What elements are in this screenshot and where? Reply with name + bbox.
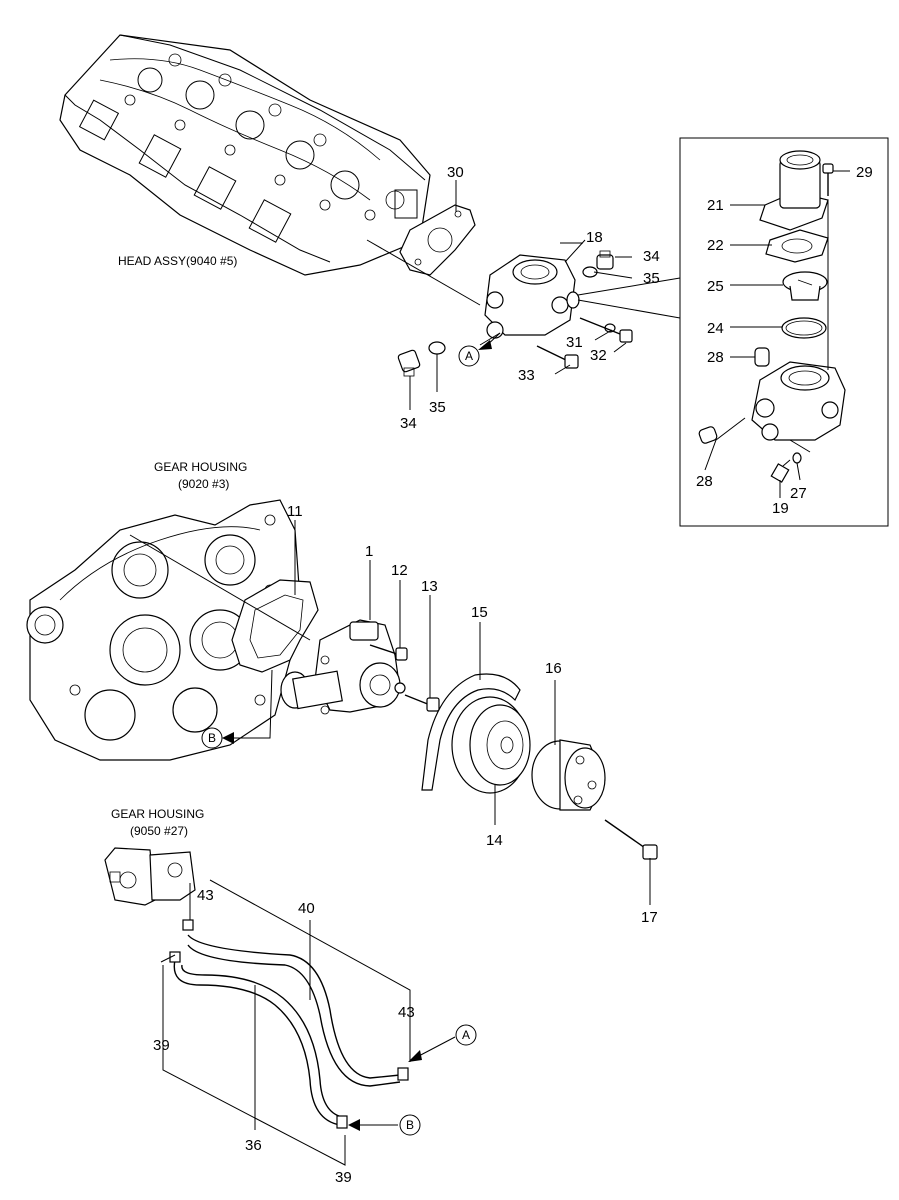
water-outlet-21 (759, 150, 829, 231)
part-28-upper: 28 (707, 349, 724, 366)
part-1: 1 (365, 543, 373, 560)
arrow-a-lower (408, 1036, 456, 1062)
part-35-lower: 35 (429, 399, 446, 416)
plug-28-lower (698, 426, 718, 444)
part-14: 14 (486, 832, 503, 849)
gear-housing-2-title: GEAR HOUSING (111, 807, 204, 821)
part-43-lower: 43 (398, 1004, 415, 1021)
detail-box (679, 137, 889, 527)
bolt-12 (369, 644, 408, 661)
o-ring-24 (781, 317, 827, 339)
v-belt-15 (421, 673, 521, 791)
part-28-lower: 28 (696, 473, 713, 490)
callout-b-left-circle (201, 727, 223, 749)
part-12: 12 (391, 562, 408, 579)
gear-housing-lower-drawing (104, 847, 196, 906)
part-24: 24 (707, 320, 724, 337)
arrow-a-upper (478, 332, 501, 350)
part-34-upper: 34 (643, 248, 660, 265)
part-25: 25 (707, 278, 724, 295)
water-pump-1 (280, 619, 406, 715)
arrow-b-lower (348, 1119, 398, 1131)
gear-housing-1-ref: (9020 #3) (178, 477, 229, 491)
gasket-30 (399, 204, 476, 276)
plug-34-upper (596, 250, 614, 270)
part-35-upper: 35 (643, 270, 660, 287)
gear-housing-1-title: GEAR HOUSING (154, 460, 247, 474)
thermostat-25 (782, 271, 828, 301)
callout-a-upper-circle (458, 345, 480, 367)
part-18: 18 (586, 229, 603, 246)
callout-a-lower: A (462, 1028, 470, 1042)
part-16: 16 (545, 660, 562, 677)
clamp-43-lower (397, 1067, 409, 1081)
part-39-lower: 39 (335, 1169, 352, 1186)
callout-b-lower-circle (399, 1114, 421, 1136)
part-15: 15 (471, 604, 488, 621)
part-27: 27 (790, 485, 807, 502)
part-21: 21 (707, 197, 724, 214)
callout-b-lower: B (406, 1118, 414, 1132)
callout-a-upper: A (465, 349, 473, 363)
gear-housing-drawing (26, 499, 301, 761)
plug-34-lower (397, 349, 421, 377)
thermostat-housing-18 (484, 254, 580, 339)
sensor-19 (770, 459, 791, 483)
part-33: 33 (518, 367, 535, 384)
fan-spacer-16 (531, 739, 606, 811)
part-32: 32 (590, 347, 607, 364)
bolt-29 (822, 163, 834, 196)
part-39-upper: 39 (153, 1037, 170, 1054)
callout-b-left: B (208, 731, 216, 745)
hose-36 (173, 959, 341, 1126)
part-34-lower: 34 (400, 415, 417, 432)
plug-28-upper (754, 347, 770, 367)
head-assy-label: HEAD ASSY(9040 #5) (118, 254, 237, 268)
cylinder-head-drawing (59, 34, 431, 276)
gasket-22 (765, 229, 829, 263)
washer-35-lower (428, 341, 446, 355)
bolt-33 (536, 345, 579, 369)
bolt-13 (404, 694, 440, 712)
part-17: 17 (641, 909, 658, 926)
bolt-32 (579, 317, 633, 343)
hose-40 (187, 934, 401, 1079)
part-31: 31 (566, 334, 583, 351)
part-19: 19 (772, 500, 789, 517)
pulley-14 (451, 696, 531, 794)
part-36: 36 (245, 1137, 262, 1154)
clamp-39-lower (336, 1115, 348, 1129)
part-30: 30 (447, 164, 464, 181)
part-43-upper: 43 (197, 887, 214, 904)
part-29: 29 (856, 164, 873, 181)
callout-a-lower-circle (455, 1024, 477, 1046)
clamp-43-upper (182, 919, 194, 931)
part-11: 11 (287, 503, 303, 520)
part-40: 40 (298, 900, 315, 917)
part-22: 22 (707, 237, 724, 254)
arrow-b-left (222, 732, 234, 744)
leader-gear-housing (129, 534, 311, 641)
thermostat-housing-detail (751, 361, 846, 441)
washer-27 (792, 452, 802, 464)
bolt-17 (604, 819, 658, 860)
gear-housing-2-ref: (9050 #27) (130, 824, 188, 838)
part-13: 13 (421, 578, 438, 595)
